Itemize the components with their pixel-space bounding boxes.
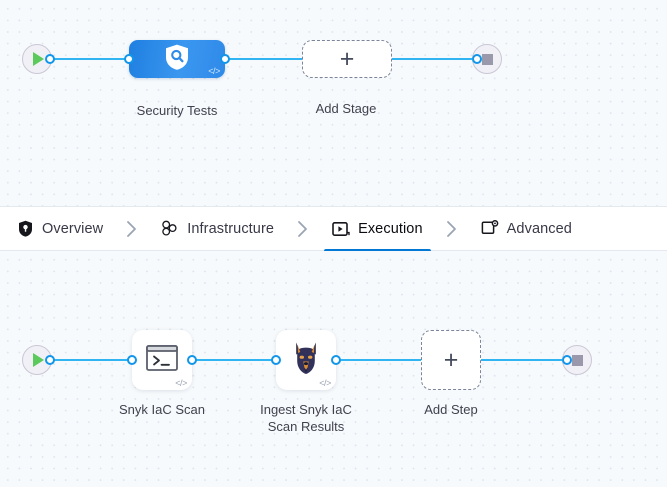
edge-ingest-to-add-step: [336, 359, 422, 361]
step-label-snyk-iac-scan: Snyk IaC Scan: [119, 402, 205, 417]
stop-icon: [481, 53, 493, 65]
edge-snyk-iac-scan-to-ingest: [192, 359, 278, 361]
tab-label-overview: Overview: [42, 220, 104, 237]
tab-overview[interactable]: Overview: [14, 207, 105, 251]
execution-canvas[interactable]: </> Snyk IaC Scan: [0, 251, 667, 487]
stage-canvas[interactable]: </> Security Tests + Add Stage: [0, 0, 667, 206]
plus-icon: +: [339, 44, 355, 73]
chevron-right-icon: [276, 207, 330, 251]
snyk-iac-scan-input-port[interactable]: [127, 355, 137, 365]
step-node-snyk-iac-scan[interactable]: </>: [132, 330, 192, 390]
snyk-iac-scan-output-port[interactable]: [187, 355, 197, 365]
tab-advanced[interactable]: Advanced: [479, 207, 574, 251]
pipeline-start-output-port[interactable]: [45, 54, 55, 64]
add-stage-button[interactable]: +: [302, 40, 392, 78]
stage-label-security-tests: Security Tests: [136, 103, 218, 118]
edge-start-to-snyk-iac-scan: [46, 359, 136, 361]
tab-execution[interactable]: Execution: [324, 207, 431, 252]
code-badge: </>: [208, 66, 220, 76]
add-stage-label: Add Stage: [315, 101, 377, 116]
pipeline-tabbar: Overview Infrastructure: [0, 206, 667, 252]
code-badge: </>: [175, 378, 187, 388]
infrastructure-nodes-icon: [161, 220, 179, 238]
add-step-button[interactable]: +: [421, 330, 481, 390]
chevron-right-icon: [425, 207, 479, 251]
edge-add-step-to-end: [480, 359, 570, 361]
security-tests-output-port[interactable]: [220, 54, 230, 64]
tab-label-execution: Execution: [358, 220, 423, 237]
execution-start-output-port[interactable]: [45, 355, 55, 365]
play-icon: [33, 52, 44, 66]
pipeline-end-input-port[interactable]: [472, 54, 482, 64]
execution-end-input-port[interactable]: [562, 355, 572, 365]
step-row: </> Snyk IaC Scan: [0, 251, 667, 487]
stop-icon: [571, 354, 583, 366]
edge-security-tests-to-add-stage: [216, 58, 312, 60]
shield-overview-icon: [16, 220, 34, 238]
terminal-icon: [145, 343, 179, 378]
tab-label-infrastructure: Infrastructure: [187, 220, 275, 237]
security-tests-input-port[interactable]: [124, 54, 134, 64]
stage-row: </> Security Tests + Add Stage: [0, 0, 667, 206]
code-badge: </>: [319, 378, 331, 388]
shield-search-icon: [164, 43, 190, 76]
pipeline-start-node[interactable]: [22, 44, 52, 74]
step-label-ingest-snyk-iac-scan-results: Ingest Snyk IaC Scan Results: [260, 402, 352, 434]
edge-start-to-security-tests: [46, 58, 138, 60]
plus-icon: +: [443, 345, 459, 374]
stage-node-security-tests[interactable]: </>: [129, 40, 225, 78]
tab-label-advanced: Advanced: [506, 220, 572, 237]
snyk-doberman-icon: [291, 341, 321, 380]
ingest-output-port[interactable]: [331, 355, 341, 365]
advanced-gear-card-icon: [481, 220, 499, 238]
chevron-right-icon: [105, 207, 159, 251]
ingest-input-port[interactable]: [271, 355, 281, 365]
add-step-label: Add Step: [424, 402, 478, 417]
execution-play-box-icon: [332, 220, 350, 238]
tab-infrastructure[interactable]: Infrastructure: [159, 207, 276, 251]
play-icon: [33, 353, 44, 367]
edge-add-stage-to-end: [386, 58, 480, 60]
step-node-ingest-snyk-iac-scan-results[interactable]: </>: [276, 330, 336, 390]
